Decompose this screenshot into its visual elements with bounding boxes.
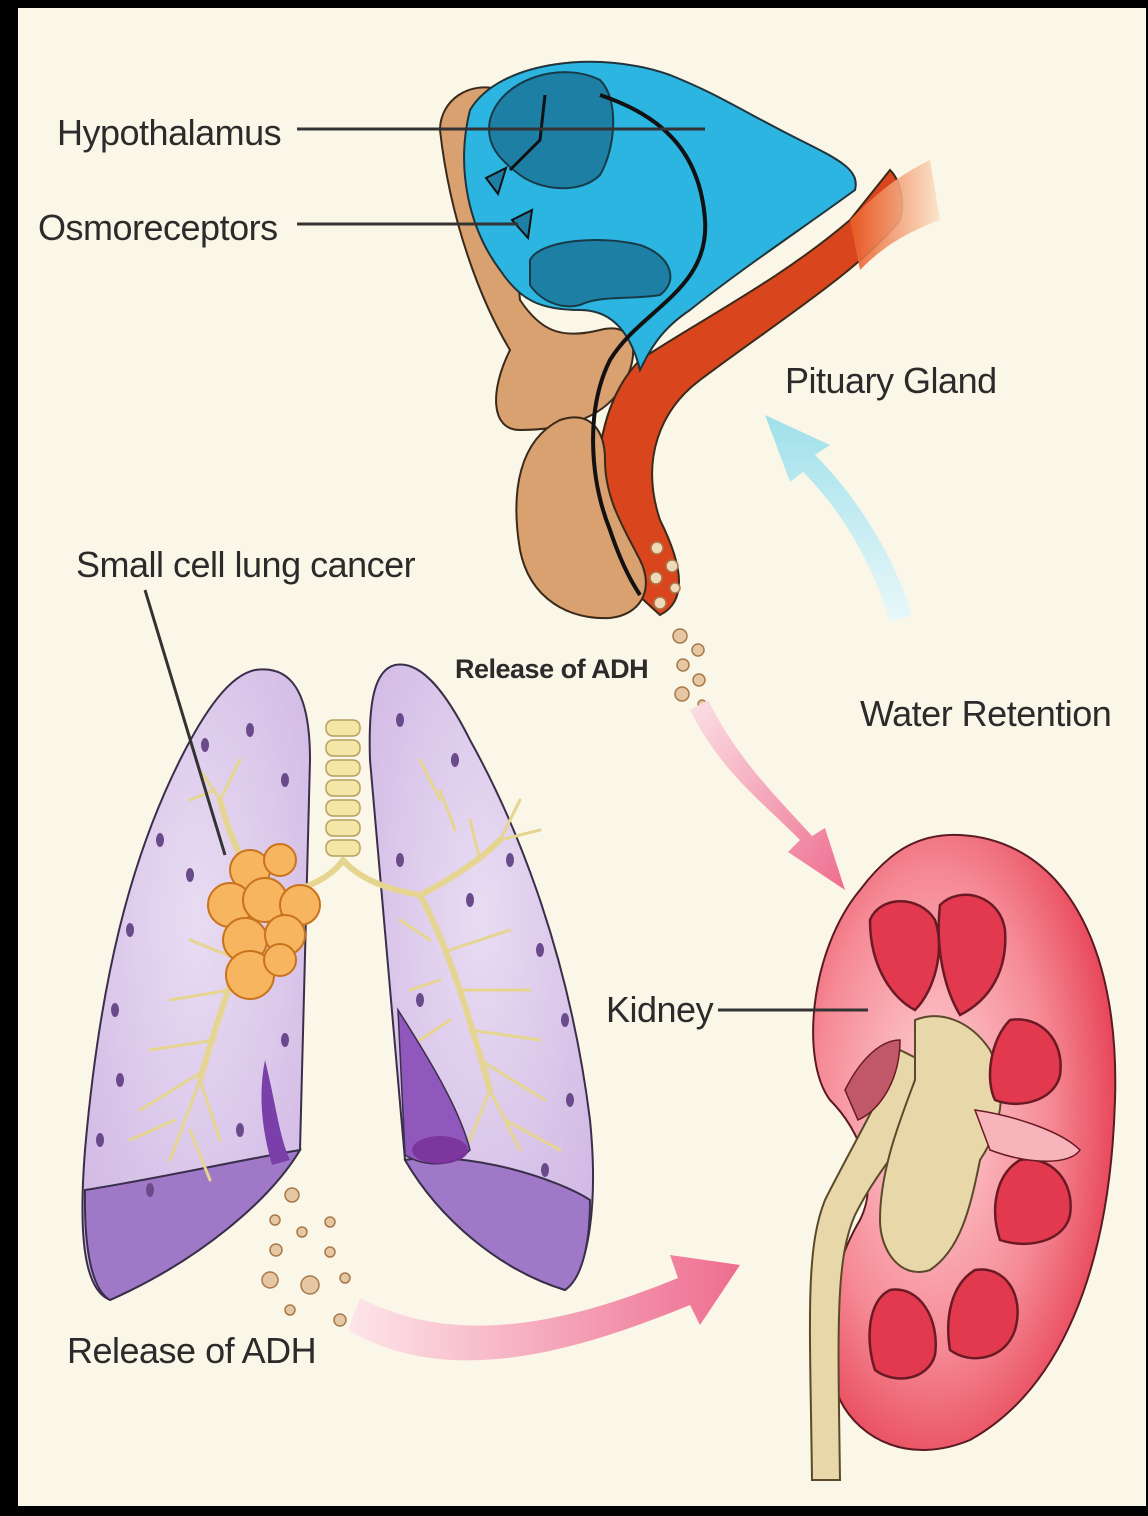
adh-siadh-diagram: Hypothalamus Osmoreceptors Pituary Gland… <box>18 8 1146 1506</box>
label-water-retention: Water Retention <box>860 693 1111 734</box>
label-small-cell-lung-cancer: Small cell lung cancer <box>76 544 416 585</box>
label-osmoreceptors-group: Osmoreceptors <box>38 207 518 248</box>
label-hypothalamus: Hypothalamus <box>57 112 281 153</box>
label-release-adh-top: Release of ADH <box>455 654 648 684</box>
lungs-illustration <box>82 664 593 1300</box>
label-pituitary-gland: Pituary Gland <box>785 360 997 401</box>
label-release-adh-bottom: Release of ADH <box>67 1330 316 1371</box>
label-kidney: Kidney <box>606 989 714 1030</box>
water-retention-arrow <box>765 415 912 622</box>
adh-arrow-pituitary-to-kidney <box>690 700 845 890</box>
label-osmoreceptors: Osmoreceptors <box>38 207 278 248</box>
kidney-illustration <box>810 835 1115 1480</box>
adh-particles-bottom <box>262 1188 350 1326</box>
adh-particles-top <box>673 629 706 708</box>
